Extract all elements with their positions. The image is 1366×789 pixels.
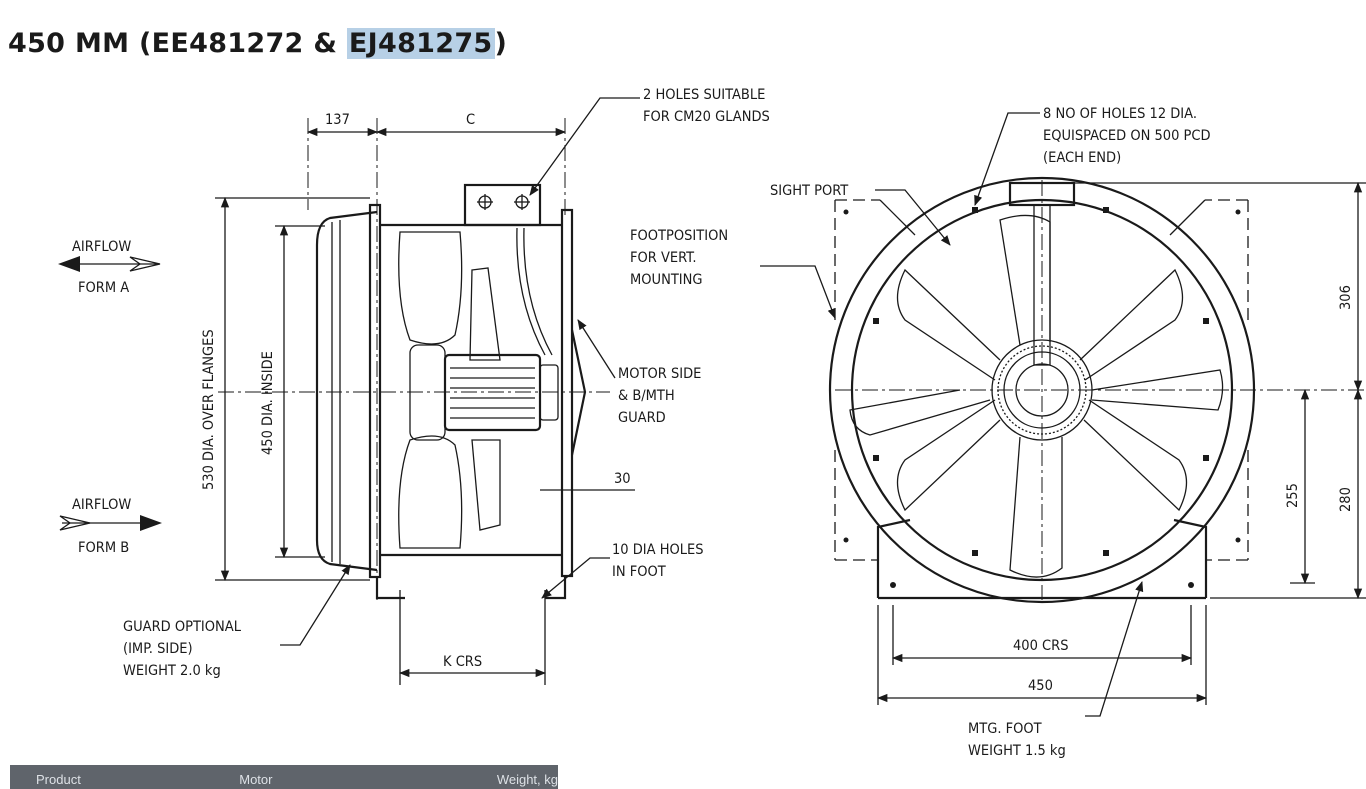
dim-30-label: 30 <box>614 471 631 487</box>
terminal-box-top <box>1008 181 1076 207</box>
dim-c-label: C <box>466 112 475 128</box>
spec-table-header: Product Motor Weight, kg <box>10 765 558 789</box>
guard-note-line2: (IMP. SIDE) <box>123 641 193 657</box>
side-view: 137 C 2 HOLES SUITABLE FOR CM20 GLANDS A… <box>58 87 770 685</box>
motor-strut-lower <box>471 439 501 531</box>
title-text: 450 MM (EE481272 & <box>8 28 347 59</box>
footposition-line2: FOR VERT. <box>630 250 697 266</box>
airflow-arrow-form-b <box>59 515 162 531</box>
motor-end-cap <box>539 364 559 421</box>
airflow-b-label: AIRFLOW <box>72 497 131 513</box>
sight-port-label: SIGHT PORT <box>770 183 849 199</box>
end-mounting-foot <box>876 518 1208 600</box>
casing-inner-ring <box>850 198 1234 582</box>
dim-255-label: 255 <box>1285 483 1301 508</box>
dim-530-label: 530 DIA. OVER FLANGES <box>201 329 217 490</box>
inlet-guard <box>315 210 378 572</box>
motor-side-guard <box>570 329 587 456</box>
airflow-arrow-form-a <box>58 256 161 272</box>
foot-holes-line2: IN FOOT <box>612 564 667 580</box>
pcd-note-line3: (EACH END) <box>1043 150 1121 166</box>
mounting-feet <box>375 577 567 600</box>
motor-side-line1: MOTOR SIDE <box>618 366 701 382</box>
guard-ribs <box>331 220 341 564</box>
dim-450-inside-label: 450 DIA. INSIDE <box>260 351 276 455</box>
end-view: 8 NO OF HOLES 12 DIA. EQUISPACED ON 500 … <box>630 106 1366 759</box>
vert-mount-foot-outline <box>834 199 1249 561</box>
inlet-flange <box>368 203 382 579</box>
blade-upper <box>398 231 463 345</box>
page-title: 450 MM (EE481272 & EJ481275) <box>8 28 507 59</box>
leader-foot-holes <box>541 557 610 599</box>
col-product: Product <box>36 772 81 787</box>
mtg-foot-line2: WEIGHT 1.5 kg <box>968 743 1066 759</box>
leader-sight-port <box>875 189 951 246</box>
motor-strut-upper <box>469 267 501 361</box>
motor-cable <box>516 227 553 356</box>
leader-guard <box>280 564 351 646</box>
dim-400-crs-label: 400 CRS <box>1013 638 1069 654</box>
hub-ring <box>1003 351 1081 429</box>
bolt-holes <box>873 207 1209 556</box>
k-crs-label: K CRS <box>443 654 482 670</box>
holes-note-line1: 2 HOLES SUITABLE <box>643 87 765 103</box>
leader-motor-guard <box>577 319 616 379</box>
motor-fins <box>450 367 535 419</box>
form-a-label: FORM A <box>78 280 129 296</box>
footposition-line3: MOUNTING <box>630 272 703 288</box>
foot-holes-line1: 10 DIA HOLES <box>612 542 704 558</box>
title-selected-text: EJ481275 <box>346 28 495 59</box>
leader-mtg-foot <box>1085 581 1144 717</box>
dim-137-label: 137 <box>325 112 350 128</box>
flange-outer-ring <box>828 176 1256 604</box>
pcd-note-line1: 8 NO OF HOLES 12 DIA. <box>1043 106 1197 122</box>
col-weight: Weight, kg <box>496 772 558 787</box>
holes-note-line2: FOR CM20 GLANDS <box>643 109 770 125</box>
motor-side-line3: GUARD <box>618 410 666 426</box>
dim-306-label: 306 <box>1338 285 1354 310</box>
fan-casing <box>380 223 562 557</box>
dim-450-label: 450 <box>1028 678 1053 694</box>
guard-note-line3: WEIGHT 2.0 kg <box>123 663 221 679</box>
leader-glands <box>529 97 640 196</box>
outlet-flange <box>560 208 574 578</box>
mtg-foot-line1: MTG. FOOT <box>968 721 1043 737</box>
leader-footposition <box>760 265 836 319</box>
blade-lower <box>398 435 463 549</box>
col-motor: Motor <box>239 772 273 787</box>
dim-280-label: 280 <box>1338 487 1354 512</box>
airflow-a-label: AIRFLOW <box>72 239 131 255</box>
guard-note-line1: GUARD OPTIONAL <box>123 619 242 635</box>
leader-pcd <box>974 112 1040 206</box>
motor-side-line2: & B/MTH <box>618 388 675 404</box>
footposition-line1: FOOTPOSITION <box>630 228 728 244</box>
terminal-box <box>463 183 542 227</box>
hub-teeth <box>997 345 1087 435</box>
title-text-end: ) <box>494 28 508 59</box>
hub-inner <box>1015 363 1069 417</box>
form-b-label: FORM B <box>78 540 129 556</box>
pcd-note-line2: EQUISPACED ON 500 PCD <box>1043 128 1211 144</box>
